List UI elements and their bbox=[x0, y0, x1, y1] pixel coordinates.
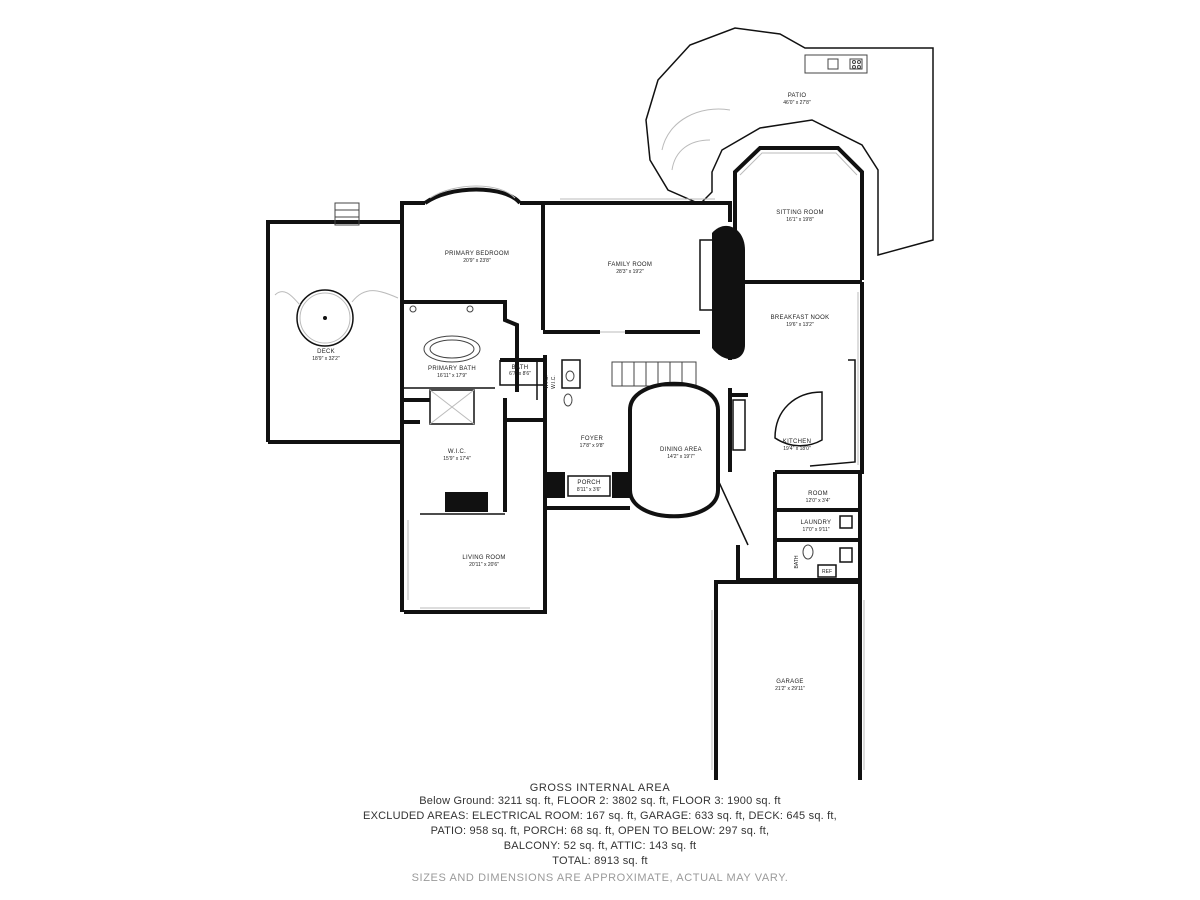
living-room-label: LIVING ROOM bbox=[462, 555, 505, 561]
garage-dims: 21'2" x 29'11" bbox=[775, 686, 805, 692]
deck-label: DECK bbox=[317, 349, 335, 355]
wic-dims: 15'9" x 17'4" bbox=[443, 456, 471, 462]
area-summary-line-3: PATIO: 958 sq. ft, PORCH: 68 sq. ft, OPE… bbox=[430, 825, 770, 837]
primary-bath-dims: 16'11" x 17'9" bbox=[437, 373, 467, 379]
bath-2-label: BATH bbox=[794, 555, 800, 568]
dining-area-dims: 14'2" x 19'7" bbox=[667, 454, 695, 460]
deck-dims: 18'9" x 32'2" bbox=[312, 356, 340, 362]
main-walls bbox=[400, 185, 865, 780]
patio-outline bbox=[645, 27, 934, 256]
garage-label: GARAGE bbox=[776, 679, 803, 685]
porch-dims: 8'11" x 3'6" bbox=[577, 487, 601, 493]
ref-label: REF bbox=[822, 569, 832, 575]
sitting-room-label: SITTING ROOM bbox=[776, 210, 824, 216]
foyer-label: FOYER bbox=[581, 436, 604, 442]
bath-1-dims: 6'7" x 8'6" bbox=[509, 371, 531, 377]
disclaimer: SIZES AND DIMENSIONS ARE APPROXIMATE, AC… bbox=[411, 872, 789, 884]
foyer-dims: 17'8" x 9'8" bbox=[580, 443, 605, 449]
bath-1-label: BATH bbox=[512, 365, 529, 371]
wic-small-label-2: W.I.C. bbox=[551, 375, 557, 389]
room-label: ROOM bbox=[808, 491, 828, 497]
family-room-label: FAMILY ROOM bbox=[608, 262, 652, 268]
laundry-label: LAUNDRY bbox=[801, 520, 832, 526]
sitting-room-dims: 16'1" x 19'8" bbox=[786, 217, 814, 223]
sitting-room-walls bbox=[733, 146, 864, 280]
deck-outline bbox=[266, 202, 400, 444]
patio-dims: 46'0" x 27'8" bbox=[783, 100, 811, 106]
area-summary-line-1: Below Ground: 3211 sq. ft, FLOOR 2: 3802… bbox=[419, 795, 781, 807]
area-summary-total: TOTAL: 8913 sq. ft bbox=[552, 855, 648, 867]
family-room-dims: 28'3" x 19'2" bbox=[616, 269, 644, 275]
floor-plan-drawing: PATIO 46'0" x 27'8" SITTING ROOM 16'1" x… bbox=[266, 27, 934, 780]
primary-bath-label: PRIMARY BATH bbox=[428, 366, 476, 372]
breakfast-nook-label: BREAKFAST NOOK bbox=[771, 315, 830, 321]
kitchen-label: KITCHEN bbox=[783, 439, 811, 445]
area-summary-title: GROSS INTERNAL AREA bbox=[529, 782, 671, 794]
primary-bedroom-label: PRIMARY BEDROOM bbox=[445, 251, 509, 257]
patio-label: PATIO bbox=[788, 93, 807, 99]
primary-bedroom-dims: 20'9" x 23'8" bbox=[463, 258, 491, 264]
wic-label: W.I.C. bbox=[448, 449, 466, 455]
area-summary: GROSS INTERNAL AREA Below Ground: 3211 s… bbox=[300, 780, 900, 884]
kitchen-dims: 19'4" x 18'0" bbox=[783, 446, 811, 452]
laundry-dims: 17'0" x 9'11" bbox=[802, 527, 829, 533]
area-summary-line-4: BALCONY: 52 sq. ft, ATTIC: 143 sq. ft bbox=[503, 840, 697, 852]
living-room-dims: 20'11" x 20'6" bbox=[469, 562, 499, 568]
dining-area-label: DINING AREA bbox=[660, 447, 702, 453]
porch-label: PORCH bbox=[577, 480, 600, 486]
wic-small-label-1: W.I.C. bbox=[544, 375, 550, 389]
room-dims: 12'0" x 3'4" bbox=[806, 498, 831, 504]
room-labels: PATIO 46'0" x 27'8" SITTING ROOM 16'1" x… bbox=[312, 93, 832, 692]
breakfast-nook-dims: 19'6" x 13'2" bbox=[786, 322, 814, 328]
area-summary-line-2: EXCLUDED AREAS: ELECTRICAL ROOM: 167 sq.… bbox=[363, 810, 837, 822]
